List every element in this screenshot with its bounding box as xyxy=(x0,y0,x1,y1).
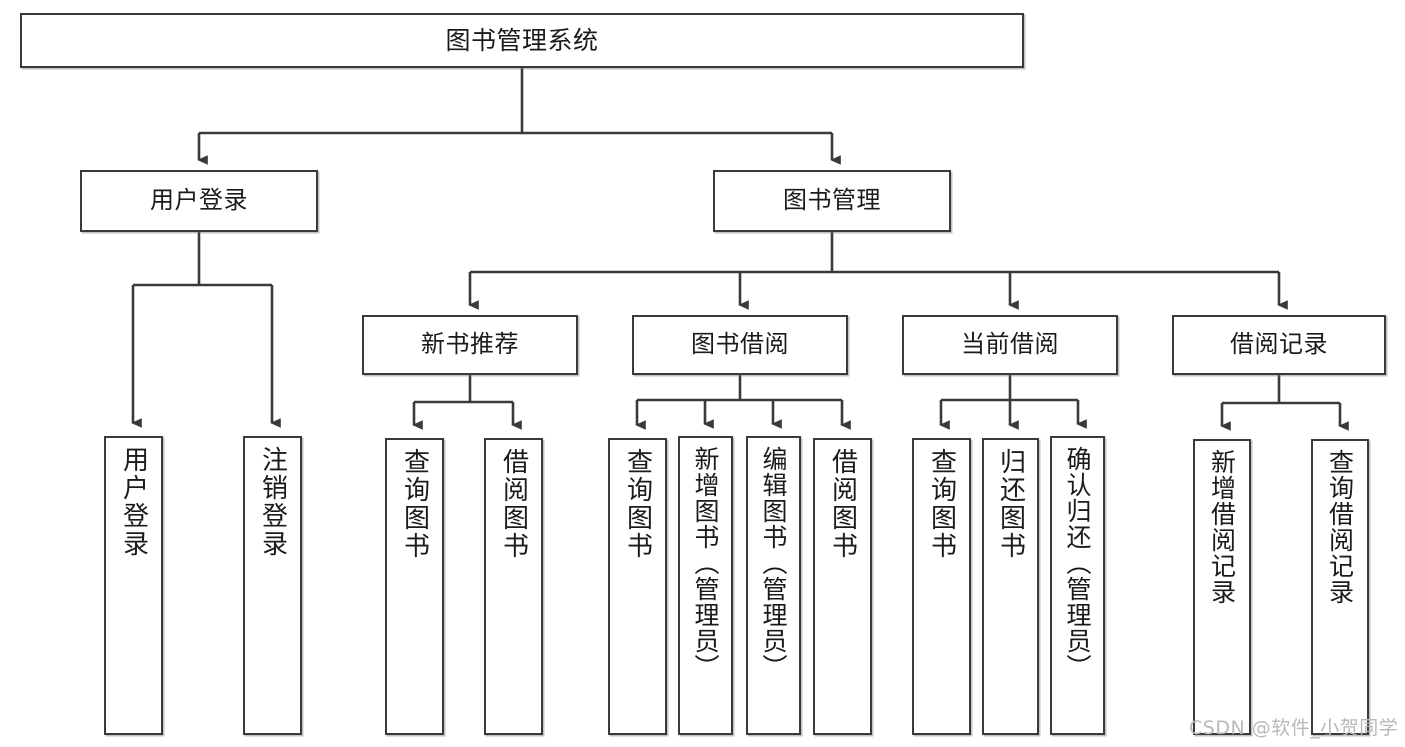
node-label: 图书管理 xyxy=(783,186,881,215)
node-book-borrow[interactable]: 图书借阅 xyxy=(632,315,848,375)
leaf-book-borrow-add-book-admin[interactable]: 新增图书（管理员） xyxy=(678,436,733,735)
leaf-user-login-logout[interactable]: 注销登录 xyxy=(243,436,302,735)
leaf-borrow-record-query-record[interactable]: 查询借阅记录 xyxy=(1311,439,1369,735)
node-label: 注销登录 xyxy=(257,446,288,558)
node-label: 归还图书 xyxy=(995,448,1026,560)
node-label: 新书推荐 xyxy=(421,330,519,359)
node-current-borrow[interactable]: 当前借阅 xyxy=(902,315,1118,375)
node-label: 图书管理系统 xyxy=(445,26,599,55)
node-user-login[interactable]: 用户登录 xyxy=(80,170,318,232)
node-label: 新增借阅记录 xyxy=(1207,449,1237,605)
leaf-current-borrow-confirm-return-admin[interactable]: 确认归还（管理员） xyxy=(1050,436,1105,735)
node-label: 图书借阅 xyxy=(691,330,789,359)
node-label: 查询借阅记录 xyxy=(1325,449,1355,605)
node-borrow-record[interactable]: 借阅记录 xyxy=(1172,315,1386,375)
node-label: 借阅图书 xyxy=(498,448,529,560)
csdn-watermark: CSDN @软件_小贺同学 xyxy=(1189,717,1399,739)
node-book-management[interactable]: 图书管理 xyxy=(713,170,951,232)
leaf-book-borrow-query-book[interactable]: 查询图书 xyxy=(608,438,667,735)
leaf-new-book-query-book[interactable]: 查询图书 xyxy=(385,438,444,735)
node-label: 查询图书 xyxy=(399,448,430,560)
leaf-user-login-login[interactable]: 用户登录 xyxy=(104,436,163,735)
node-label: 用户登录 xyxy=(150,186,248,215)
node-label: 查询图书 xyxy=(926,448,957,560)
node-label: 编辑图书（管理员） xyxy=(759,446,788,680)
node-label: 用户登录 xyxy=(118,446,149,558)
node-new-book-recommend[interactable]: 新书推荐 xyxy=(362,315,578,375)
leaf-book-borrow-edit-book-admin[interactable]: 编辑图书（管理员） xyxy=(746,436,801,735)
leaf-new-book-borrow-book[interactable]: 借阅图书 xyxy=(484,438,543,735)
node-root-book-management-system[interactable]: 图书管理系统 xyxy=(20,13,1024,68)
node-label: 查询图书 xyxy=(622,448,653,560)
node-label: 当前借阅 xyxy=(961,330,1059,359)
node-label: 新增图书（管理员） xyxy=(691,446,720,680)
node-label: 借阅记录 xyxy=(1230,330,1328,359)
leaf-current-borrow-query-book[interactable]: 查询图书 xyxy=(912,438,971,735)
node-label: 确认归还（管理员） xyxy=(1063,446,1092,680)
leaf-book-borrow-borrow-book[interactable]: 借阅图书 xyxy=(813,438,872,735)
leaf-current-borrow-return-book[interactable]: 归还图书 xyxy=(982,438,1039,735)
leaf-borrow-record-add-record[interactable]: 新增借阅记录 xyxy=(1193,439,1251,735)
node-label: 借阅图书 xyxy=(827,448,858,560)
